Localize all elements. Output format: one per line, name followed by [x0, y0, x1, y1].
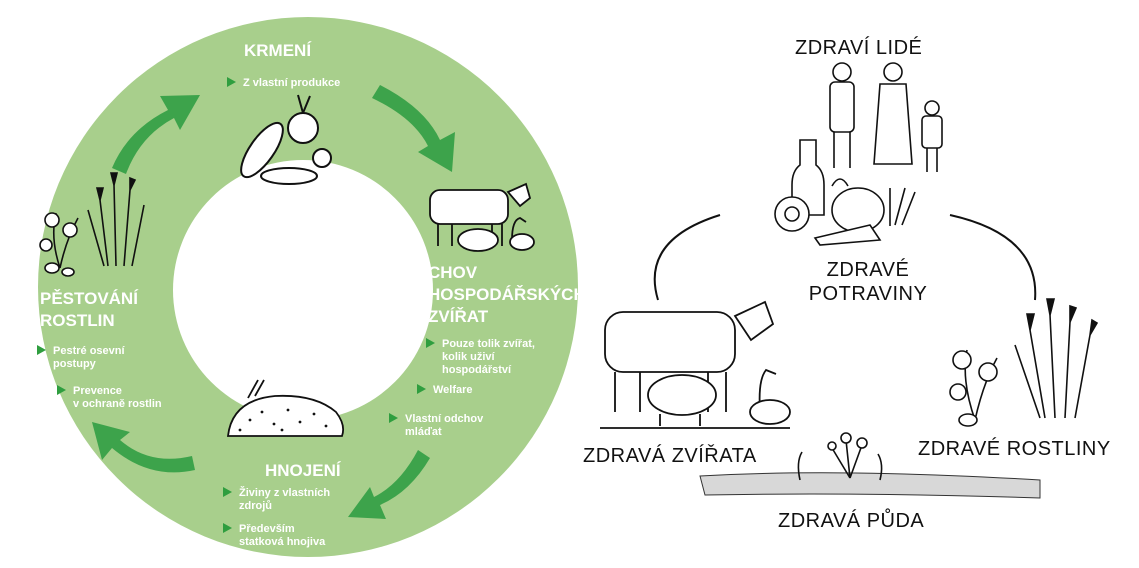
pestovani-bullet-2: Prevence v ochraně rostlin — [57, 385, 162, 411]
cycle-arrows — [92, 85, 455, 519]
bullet-triangle-icon — [223, 523, 232, 534]
healthy-animals-label: ZDRAVÁ ZVÍŘATA — [583, 445, 757, 467]
hnojeni-title: HNOJENÍ — [265, 461, 341, 480]
pestovani-bullet-1: Pestré osevní postupy — [37, 345, 125, 371]
healthy-people-label: ZDRAVÍ LIDÉ — [795, 37, 923, 59]
healthy-food-label: ZDRAVÉ POTRAVINY — [808, 259, 928, 305]
krmeni-title: KRMENÍ — [244, 41, 312, 60]
bullet-triangle-icon — [223, 487, 232, 498]
bullet-triangle-icon — [389, 413, 398, 424]
farm-animals-icon — [429, 182, 535, 252]
bullet-triangle-icon — [227, 77, 236, 88]
wheat-plants-icon — [949, 298, 1099, 427]
connector-left — [653, 214, 721, 301]
bullet-triangle-icon — [37, 345, 46, 356]
feed-vegetables-icon — [240, 94, 332, 185]
arrow-down-left-icon — [348, 450, 430, 519]
cow-pig-goose-icon — [600, 300, 791, 429]
food-basket-icon — [774, 139, 916, 246]
chov-bullet-1: Pouze tolik zvířat, kolik uživí hospodář… — [426, 338, 535, 377]
crops-plants-icon — [39, 172, 145, 277]
soil-flowers-icon — [699, 432, 1041, 499]
healthy-plants-label: ZDRAVÉ ROSTLINY — [918, 438, 1111, 460]
bullet-triangle-icon — [57, 385, 66, 396]
hnojeni-bullet-2: Především statková hnojiva — [223, 523, 325, 549]
manure-pile-icon — [226, 379, 345, 437]
arrow-down-right-icon — [372, 85, 455, 172]
chov-bullet-3: Vlastní odchov mláďat — [389, 413, 483, 439]
bullet-triangle-icon — [417, 384, 426, 395]
cycle-center — [173, 160, 433, 420]
krmeni-bullet-1: Z vlastní produkce — [227, 77, 340, 90]
healthy-soil-label: ZDRAVÁ PŮDA — [778, 510, 925, 532]
chov-bullet-2: Welfare — [417, 384, 473, 397]
hnojeni-bullet-1: Živiny z vlastních zdrojů — [223, 487, 330, 513]
arrow-up-left-icon — [92, 422, 195, 473]
arrow-up-right-icon — [112, 95, 200, 174]
people-family-icon — [829, 62, 943, 172]
pestovani-title: PĚSTOVÁNÍ ROSTLIN — [40, 289, 138, 330]
connector-right — [949, 214, 1037, 301]
chov-title: CHOV HOSPODÁŘSKÝCH ZVÍŘAT — [428, 263, 586, 326]
bullet-triangle-icon — [426, 338, 435, 349]
